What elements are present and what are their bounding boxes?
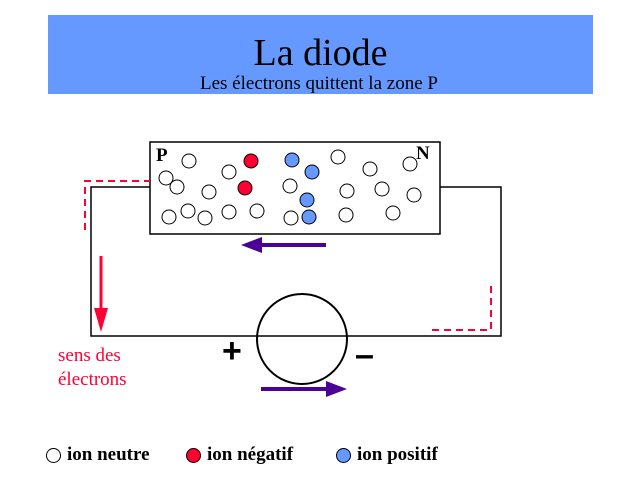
negative-ion bbox=[243, 153, 259, 169]
minus-sign: – bbox=[355, 336, 374, 374]
positive-ion bbox=[284, 152, 300, 168]
neutral-ion bbox=[339, 183, 355, 199]
negative-ion-icon bbox=[186, 447, 201, 463]
neutral-ion bbox=[197, 210, 213, 226]
plus-sign: + bbox=[222, 332, 242, 370]
p-label: P bbox=[156, 145, 168, 166]
legend-negative: ion négatif bbox=[186, 444, 293, 466]
positive-ion-icon bbox=[336, 447, 351, 463]
neutral-ion bbox=[362, 161, 378, 177]
wire bbox=[90, 186, 502, 337]
dashed-path-left bbox=[84, 180, 150, 230]
neutral-ion bbox=[282, 178, 298, 194]
neutral-ion bbox=[402, 156, 418, 172]
neutral-ion bbox=[374, 181, 390, 197]
n-label: N bbox=[416, 143, 430, 164]
neutral-ion bbox=[221, 204, 237, 220]
neutral-ion bbox=[169, 179, 185, 195]
neutral-ion bbox=[249, 203, 265, 219]
positive-ion bbox=[304, 164, 320, 180]
neutral-ion bbox=[201, 184, 217, 200]
neutral-ion bbox=[283, 210, 299, 226]
neutral-ion bbox=[161, 209, 177, 225]
sens-label-line2: électrons bbox=[58, 369, 127, 390]
legend-label: ion négatif bbox=[207, 444, 294, 465]
page-title: La diode bbox=[253, 32, 388, 74]
dashed-path-right bbox=[432, 283, 492, 331]
neutral-ion bbox=[158, 170, 174, 186]
neutral-ion bbox=[181, 153, 197, 169]
neutral-ion-icon bbox=[46, 447, 61, 463]
subtitle: Les électrons quittent la zone P bbox=[200, 73, 438, 94]
neutral-ion bbox=[180, 203, 196, 219]
electron-direction-arrow bbox=[94, 256, 108, 332]
legend-neutral: ion neutre bbox=[46, 444, 150, 466]
sens-label-line1: sens des bbox=[58, 345, 121, 366]
legend-label: ion positif bbox=[357, 444, 438, 465]
positive-ion bbox=[301, 209, 317, 225]
legend-positive: ion positif bbox=[336, 444, 438, 466]
neutral-ion bbox=[330, 149, 346, 165]
neutral-ion bbox=[385, 205, 401, 221]
legend-label: ion neutre bbox=[67, 444, 150, 465]
ions bbox=[158, 149, 422, 226]
generator-symbol bbox=[256, 293, 348, 385]
neutral-ion bbox=[221, 164, 237, 180]
generator-arrow-right bbox=[261, 381, 347, 397]
neutral-ion bbox=[338, 207, 354, 223]
positive-ion bbox=[299, 192, 315, 208]
negative-ion bbox=[237, 180, 253, 196]
neutral-ion bbox=[406, 187, 422, 203]
diode-arrow-left bbox=[241, 237, 326, 253]
title-banner: La diode Les électrons quittent la zone … bbox=[48, 15, 593, 94]
